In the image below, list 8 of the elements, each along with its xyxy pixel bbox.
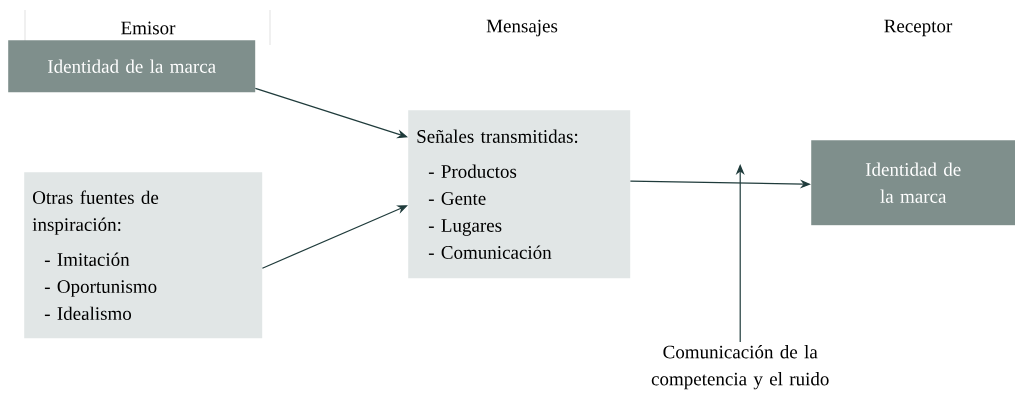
column-heading: Receptor: [884, 19, 953, 37]
identity-box: Identidad de la marca: [811, 140, 1015, 226]
list-box: Señales transmitidas: - Productos - Gente - Lugares - Comunicación: [408, 110, 631, 279]
list-box: Otras fuentes de inspiración: - Imitación - Oportunismo - Idealismo: [24, 172, 263, 339]
arrow: [261, 205, 408, 269]
identity-box: Identidad de la marca: [8, 40, 256, 93]
caption-text: Comunicación de la competencia y el ruido: [651, 345, 829, 390]
column-heading: Mensajes: [486, 19, 558, 37]
